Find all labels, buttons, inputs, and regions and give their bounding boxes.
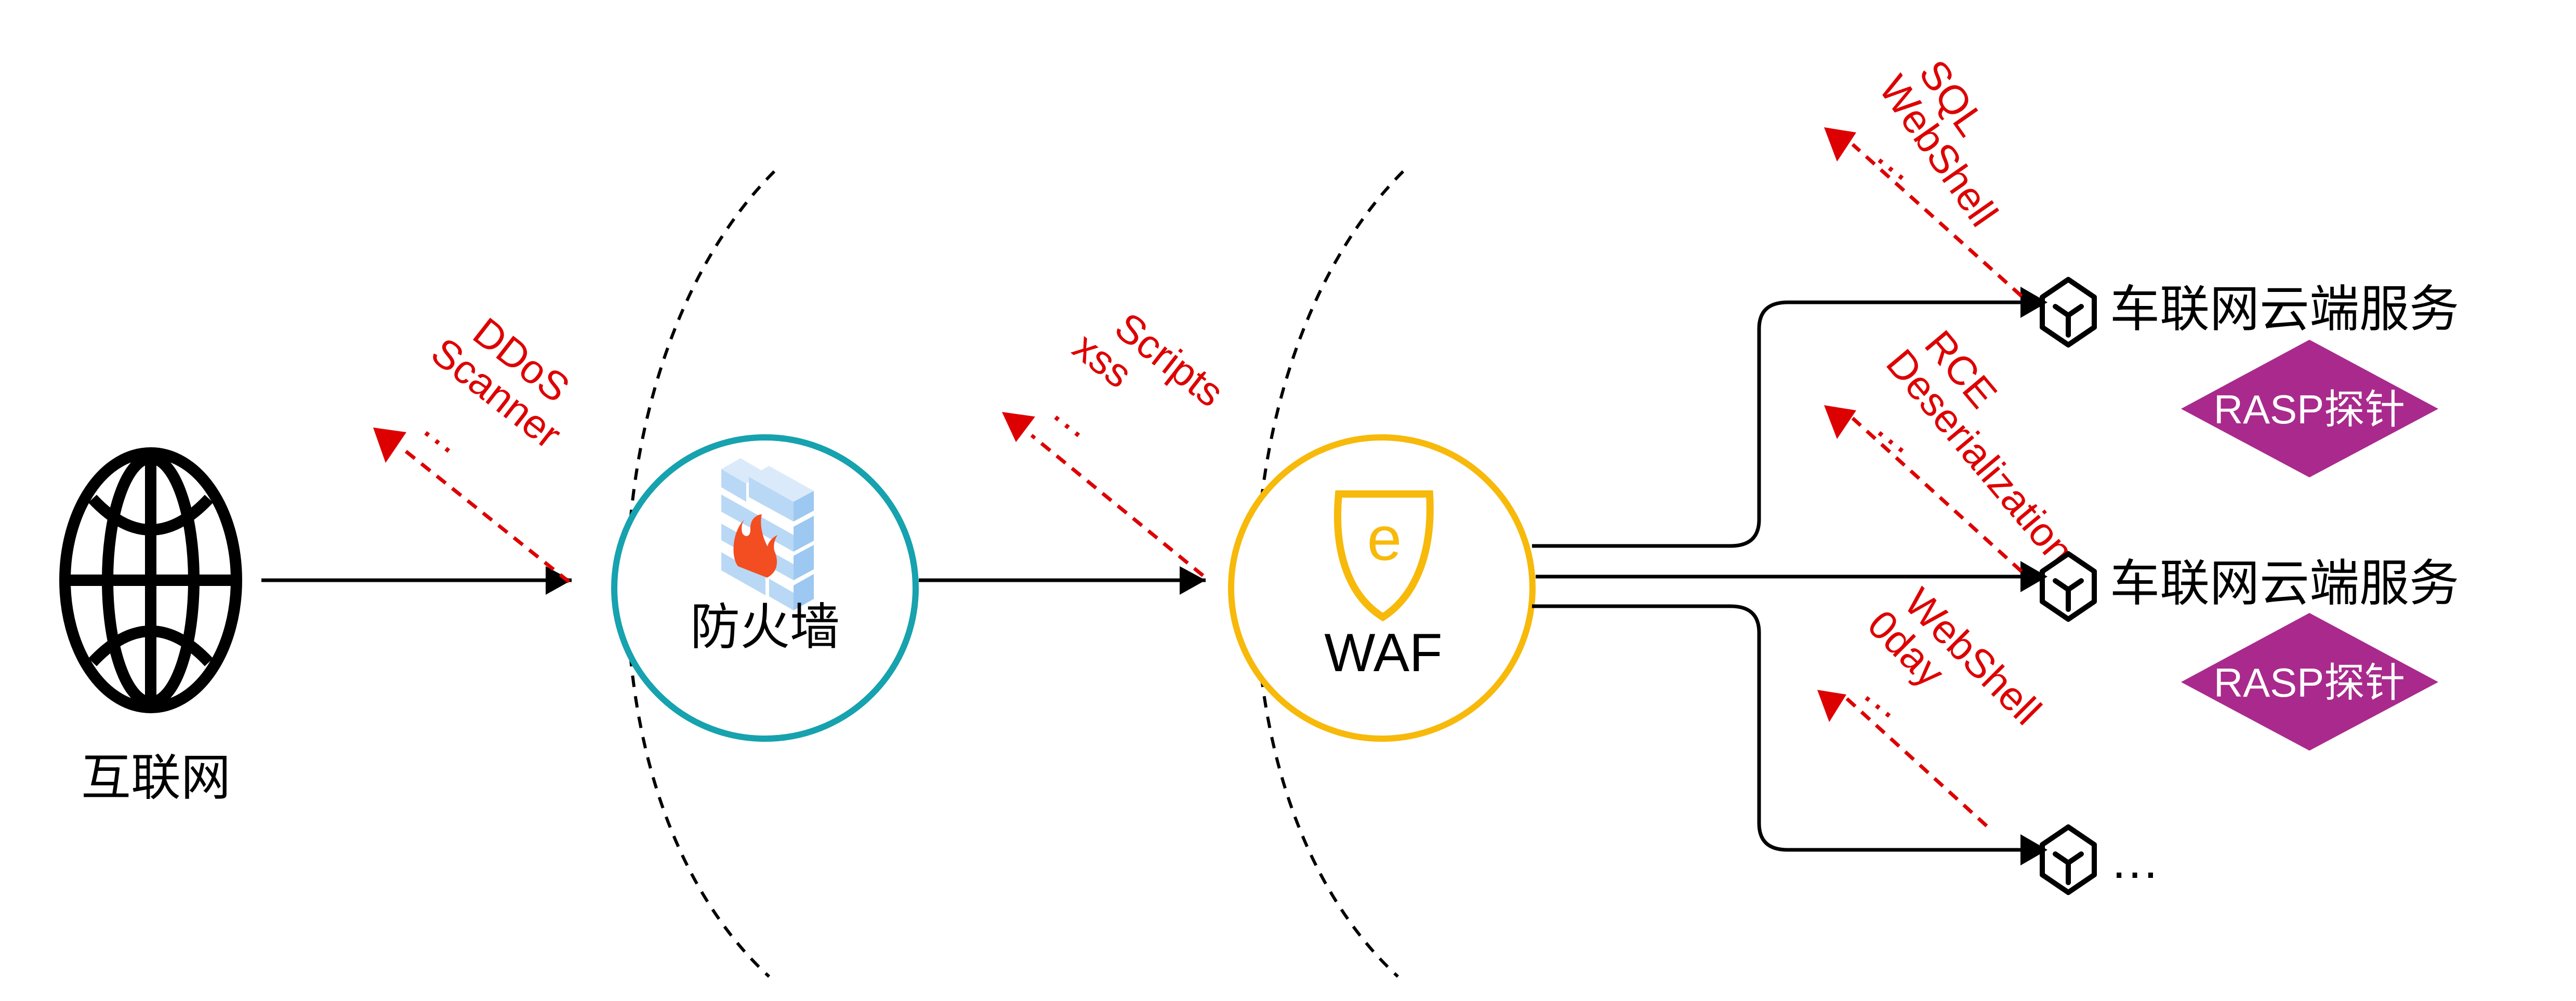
- rasp-probe-badge-1: RASP探针: [2181, 340, 2438, 477]
- service-item-1[interactable]: 车联网云端服务: [2040, 277, 2459, 348]
- svg-text:RASP探针: RASP探针: [2214, 660, 2405, 705]
- internet-label: 互联网: [81, 749, 231, 807]
- threat-more: …: [415, 402, 475, 463]
- service-label: 车联网云端服务: [2110, 554, 2459, 612]
- service-item-3[interactable]: …: [2040, 824, 2160, 895]
- arrow-head: [1180, 566, 1206, 595]
- threat-rce-deserialization: RCE Deserialization …: [1824, 322, 2083, 573]
- svg-text:e: e: [1367, 504, 1402, 573]
- shield-e-icon: e: [1333, 490, 1434, 622]
- firewall-node[interactable]: 防火墙: [611, 434, 919, 742]
- waf-label: WAF: [1324, 623, 1442, 683]
- cube-icon: [2040, 277, 2097, 348]
- threat-webshell-0day: WebShell 0day …: [1817, 579, 2050, 828]
- svg-text:Scripts xss: Scripts xss: [1065, 290, 1241, 455]
- firewall-brick-icon: [721, 458, 814, 610]
- service-item-2[interactable]: 车联网云端服务: [2040, 551, 2459, 622]
- service-label: …: [2110, 833, 2160, 889]
- branch-line-service-1: [1532, 300, 2032, 548]
- rasp-probe-badge-2: RASP探针: [2181, 613, 2438, 751]
- firewall-label: 防火墙: [690, 598, 840, 656]
- threat-sql-webshell: SQL WebShell …: [1824, 51, 2023, 298]
- arrow-head: [2020, 834, 2047, 865]
- threat-scripts-xss: Scripts xss …: [1002, 290, 1241, 577]
- flame-icon: [733, 514, 777, 578]
- branch-line-service-3: [1532, 604, 2032, 852]
- svg-text:RASP探针: RASP探针: [2214, 386, 2405, 432]
- threat-ddos-scanner: DDoS Scanner …: [373, 309, 578, 583]
- cube-icon: [2040, 824, 2097, 895]
- arrow-head: [2020, 561, 2047, 592]
- arrow-head: [546, 566, 572, 595]
- threat-more: …: [1045, 386, 1105, 447]
- cube-icon: [2040, 551, 2097, 622]
- arrow-head: [2020, 287, 2047, 318]
- waf-node[interactable]: e WAF: [1228, 434, 1536, 742]
- waf-ring: [1228, 434, 1536, 742]
- globe-icon: [59, 447, 242, 713]
- service-label: 车联网云端服务: [2110, 280, 2459, 338]
- internet-node[interactable]: 互联网: [59, 447, 242, 807]
